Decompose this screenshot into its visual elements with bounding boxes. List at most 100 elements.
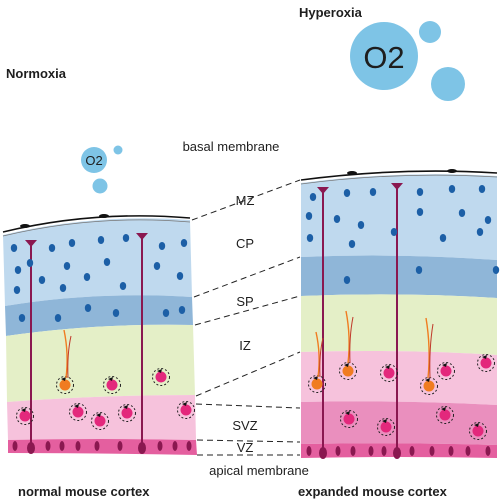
basal-membrane-label: basal membrane	[183, 139, 280, 154]
neuron-dot	[10, 244, 18, 252]
vz-cell	[409, 446, 415, 456]
vz-cell	[335, 446, 341, 456]
layer-label-sp: SP	[236, 294, 253, 309]
neuron-dot	[343, 276, 351, 284]
neuron-dot	[333, 215, 341, 223]
neuron-dot	[416, 188, 424, 196]
apical-membrane-label: apical membrane	[209, 463, 309, 478]
neuron-dot	[492, 266, 500, 274]
progenitor-cell	[94, 415, 106, 427]
left-iz-migrating-cells	[63, 329, 72, 379]
right-cp-neurons	[305, 185, 500, 284]
vz-cell	[429, 446, 435, 456]
normoxia-title: Normoxia	[6, 66, 67, 81]
neuron-dot	[348, 240, 356, 248]
migrating-process	[315, 331, 320, 378]
migrating-process	[429, 323, 434, 379]
vz-cell	[172, 441, 178, 451]
progenitor-cell	[343, 413, 355, 425]
oxygen-bubble	[92, 178, 108, 194]
hyperoxia-oxygen-bubbles	[350, 21, 465, 101]
vz-cell	[186, 441, 192, 451]
vz-cell	[485, 446, 491, 456]
progenitor-outline	[103, 376, 121, 394]
neuron-dot	[84, 304, 92, 312]
oxygen-small-label: O2	[85, 153, 102, 168]
progenitor-outline	[308, 375, 326, 393]
right-iz-layer	[301, 294, 497, 355]
left-radial-glia-soma	[138, 442, 146, 454]
progenitor-cell	[106, 379, 118, 391]
vz-cell	[368, 446, 374, 456]
neuron-dot	[122, 234, 130, 242]
normoxia-oxygen-bubbles	[81, 145, 123, 194]
normal-cortex-caption: normal mouse cortex	[18, 484, 150, 499]
right-iz-migrating-cells	[315, 310, 434, 379]
layer-label-svz: SVZ	[232, 418, 257, 433]
neuron-dot	[63, 262, 71, 270]
progenitor-outline	[91, 412, 109, 430]
progenitor-cell	[121, 407, 133, 419]
vz-cell	[59, 441, 65, 451]
neuron-dot	[48, 244, 56, 252]
neuron-dot	[54, 314, 62, 322]
neuron-dot	[83, 273, 91, 281]
connector-iz-svz	[195, 351, 301, 397]
division-arrow	[182, 402, 187, 406]
connector-sp-iz	[194, 295, 301, 326]
progenitor-cell	[380, 421, 392, 433]
vz-cell	[448, 446, 454, 456]
connector-basal	[191, 179, 301, 221]
progenitor-cell	[472, 425, 484, 437]
progenitor-outline	[436, 406, 454, 424]
vz-cell	[465, 446, 471, 456]
progenitor-cell	[72, 406, 84, 418]
oxygen-large-label: O2	[363, 40, 404, 75]
division-arrow	[474, 423, 479, 427]
left-radial-glia-soma	[27, 442, 35, 454]
progenitor-cell	[480, 357, 492, 369]
progenitor-outline	[437, 362, 455, 380]
vz-cell	[350, 446, 356, 456]
left-radial-glia-endfoot	[25, 240, 37, 247]
neuron-dot	[153, 262, 161, 270]
division-arrow	[74, 404, 79, 408]
progenitor-outline	[69, 403, 87, 421]
neuron-dot	[178, 306, 186, 314]
division-arrow	[61, 377, 66, 381]
left-basal-membrane-line-inner	[2, 219, 191, 237]
division-arrow	[344, 363, 349, 367]
division-arrow	[123, 405, 128, 409]
right-svz-inner-layer	[301, 401, 497, 445]
neuron-dot	[59, 284, 67, 292]
neuron-dot	[484, 216, 492, 224]
progenitor-cell	[180, 404, 192, 416]
hyperoxia-title: Hyperoxia	[299, 5, 363, 20]
vz-cell	[117, 441, 123, 451]
right-meningeal-cell	[447, 169, 457, 173]
progenitor-outline	[118, 404, 136, 422]
neuron-dot	[448, 185, 456, 193]
division-arrow	[157, 369, 162, 373]
division-arrow	[385, 365, 390, 369]
progenitor-cell	[440, 365, 452, 377]
migrating-process	[319, 337, 324, 378]
division-arrow	[382, 419, 387, 423]
division-arrow	[96, 413, 101, 417]
division-arrow	[108, 377, 113, 381]
oxygen-bubble	[81, 147, 107, 173]
neuron-dot	[26, 259, 34, 267]
progenitor-cell	[423, 380, 435, 392]
neuron-dot	[415, 266, 423, 274]
progenitor-outline	[152, 368, 170, 386]
left-vz-layer	[8, 439, 197, 455]
connector-cp-sp	[193, 256, 301, 298]
neuron-dot	[390, 228, 398, 236]
left-sp-layer	[5, 295, 193, 336]
connector-svz-mid	[195, 403, 301, 409]
layer-label-vz: VZ	[237, 440, 254, 455]
left-iz-layer	[6, 324, 195, 402]
migrating-process	[349, 316, 354, 364]
division-arrow	[345, 411, 350, 415]
progenitor-outline	[339, 362, 357, 380]
